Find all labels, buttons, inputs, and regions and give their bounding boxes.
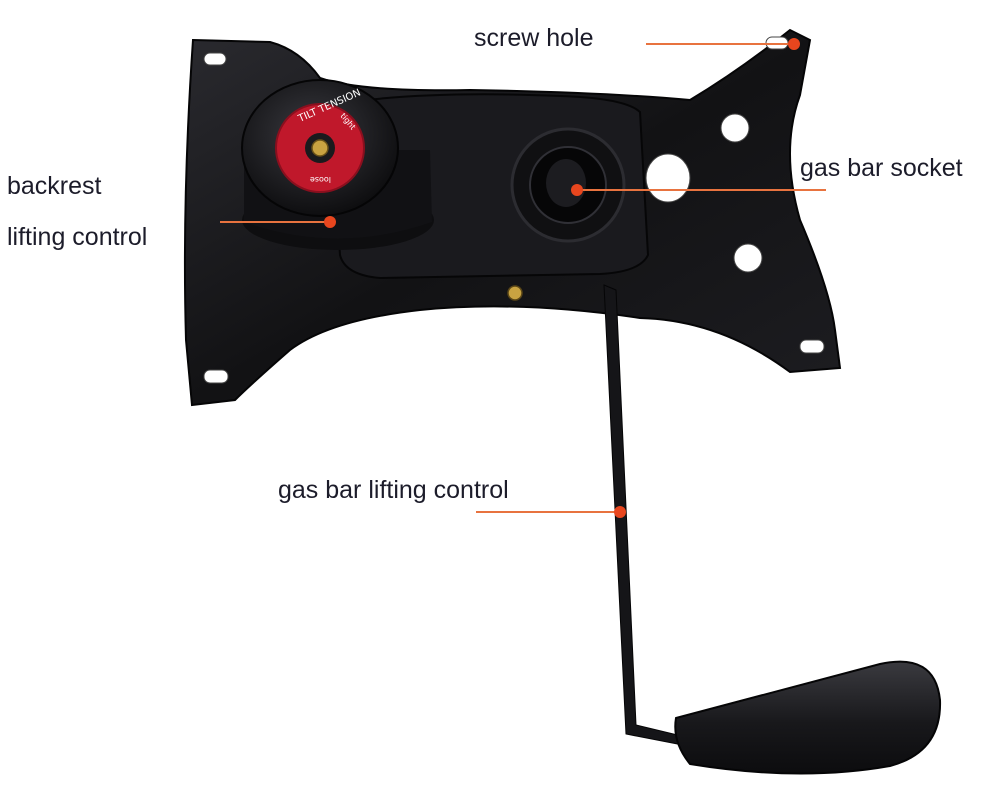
knob-loose-text: loose [310,175,331,184]
callout-dot-gas-bar-lifting [614,506,626,518]
screw-hole-bottom-right [799,339,825,354]
plate-cutout [645,153,691,203]
tension-knob: TILT TENSION tight loose [241,79,434,250]
label-lifting-control: lifting control [7,223,148,251]
callout-dot-backrest [324,216,336,228]
label-gas-bar-socket: gas bar socket [800,154,963,182]
plate-hole-lower [733,243,763,273]
plate-hole-upper [720,113,750,143]
label-gas-bar-lifting-control: gas bar lifting control [278,476,509,504]
callout-dot-screw-hole [788,38,800,50]
lifting-handle [674,660,942,775]
label-backrest: backrest [7,172,102,200]
brass-nut [507,285,523,301]
screw-hole-bottom-left [203,369,229,384]
screw-hole-top-left [203,52,227,66]
gas-bar-socket [510,127,626,243]
callout-dot-gas-bar-socket [571,184,583,196]
label-screw-hole: screw hole [474,24,594,52]
